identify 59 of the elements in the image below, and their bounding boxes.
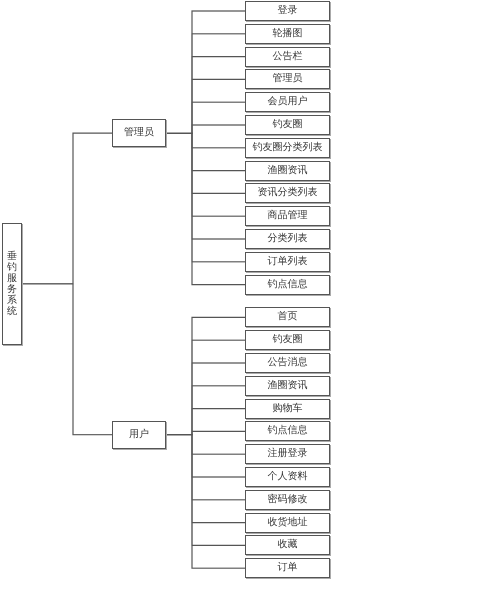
module-box xyxy=(245,69,330,90)
node-label: 钓友圈 xyxy=(272,335,302,346)
module-box xyxy=(245,467,330,487)
node-label: 会员用户 xyxy=(268,97,308,108)
node-label: 分类列表 xyxy=(268,234,308,244)
node-label: 管理员 xyxy=(124,128,154,138)
module-box xyxy=(245,421,330,442)
node-label: 个人资料 xyxy=(268,472,308,482)
module-box xyxy=(245,183,330,204)
module-box xyxy=(245,138,330,158)
node-label: 密码修改 xyxy=(268,494,308,505)
module-box xyxy=(245,24,330,44)
role-box xyxy=(112,119,166,148)
node-label: 用户 xyxy=(129,430,149,440)
node-label: 钓点信息 xyxy=(268,280,308,290)
module-box xyxy=(245,229,330,249)
node-label: 商品管理 xyxy=(268,211,308,222)
node-label: 垂钓服务系统 xyxy=(7,250,17,317)
node-label: 公告栏 xyxy=(272,52,302,62)
module-box xyxy=(245,115,330,135)
node-label: 公告消息 xyxy=(268,358,308,368)
role-box xyxy=(112,420,166,449)
node-label: 订单 xyxy=(278,563,298,574)
module-box xyxy=(245,353,330,373)
node-label: 轮播图 xyxy=(272,28,302,39)
system-box xyxy=(2,222,22,345)
node-label: 渔圈资讯 xyxy=(268,380,308,391)
node-label: 首页 xyxy=(278,312,298,322)
module-box xyxy=(245,92,330,112)
module-box xyxy=(245,444,330,464)
node-label: 渔圈资讯 xyxy=(268,166,308,176)
module-box xyxy=(245,558,330,578)
node-label: 资讯分类列表 xyxy=(258,188,318,198)
node-label: 购物车 xyxy=(272,404,302,414)
node-label: 钓点信息 xyxy=(268,426,308,436)
module-box xyxy=(245,512,330,533)
connector-line xyxy=(166,434,245,569)
node-label: 收货地址 xyxy=(268,518,308,528)
module-box xyxy=(245,376,330,396)
module-box xyxy=(245,160,330,181)
module-box xyxy=(245,1,330,21)
module-box xyxy=(245,330,330,350)
node-label: 钓友圈 xyxy=(272,120,302,130)
connector-line xyxy=(22,283,112,436)
node-label: 注册登录 xyxy=(268,449,308,460)
module-box xyxy=(245,252,330,272)
node-label: 收藏 xyxy=(278,540,298,550)
module-box xyxy=(245,46,330,67)
node-label: 钓友圈分类列表 xyxy=(252,142,322,153)
module-box xyxy=(245,274,330,295)
module-box xyxy=(245,535,330,556)
module-box xyxy=(245,206,330,226)
module-box xyxy=(245,307,330,328)
node-label: 订单列表 xyxy=(268,256,308,267)
node-label: 管理员 xyxy=(272,74,302,84)
connector-line xyxy=(166,132,245,286)
node-label: 登录 xyxy=(278,6,298,16)
module-box xyxy=(245,398,330,419)
module-box xyxy=(245,490,330,510)
